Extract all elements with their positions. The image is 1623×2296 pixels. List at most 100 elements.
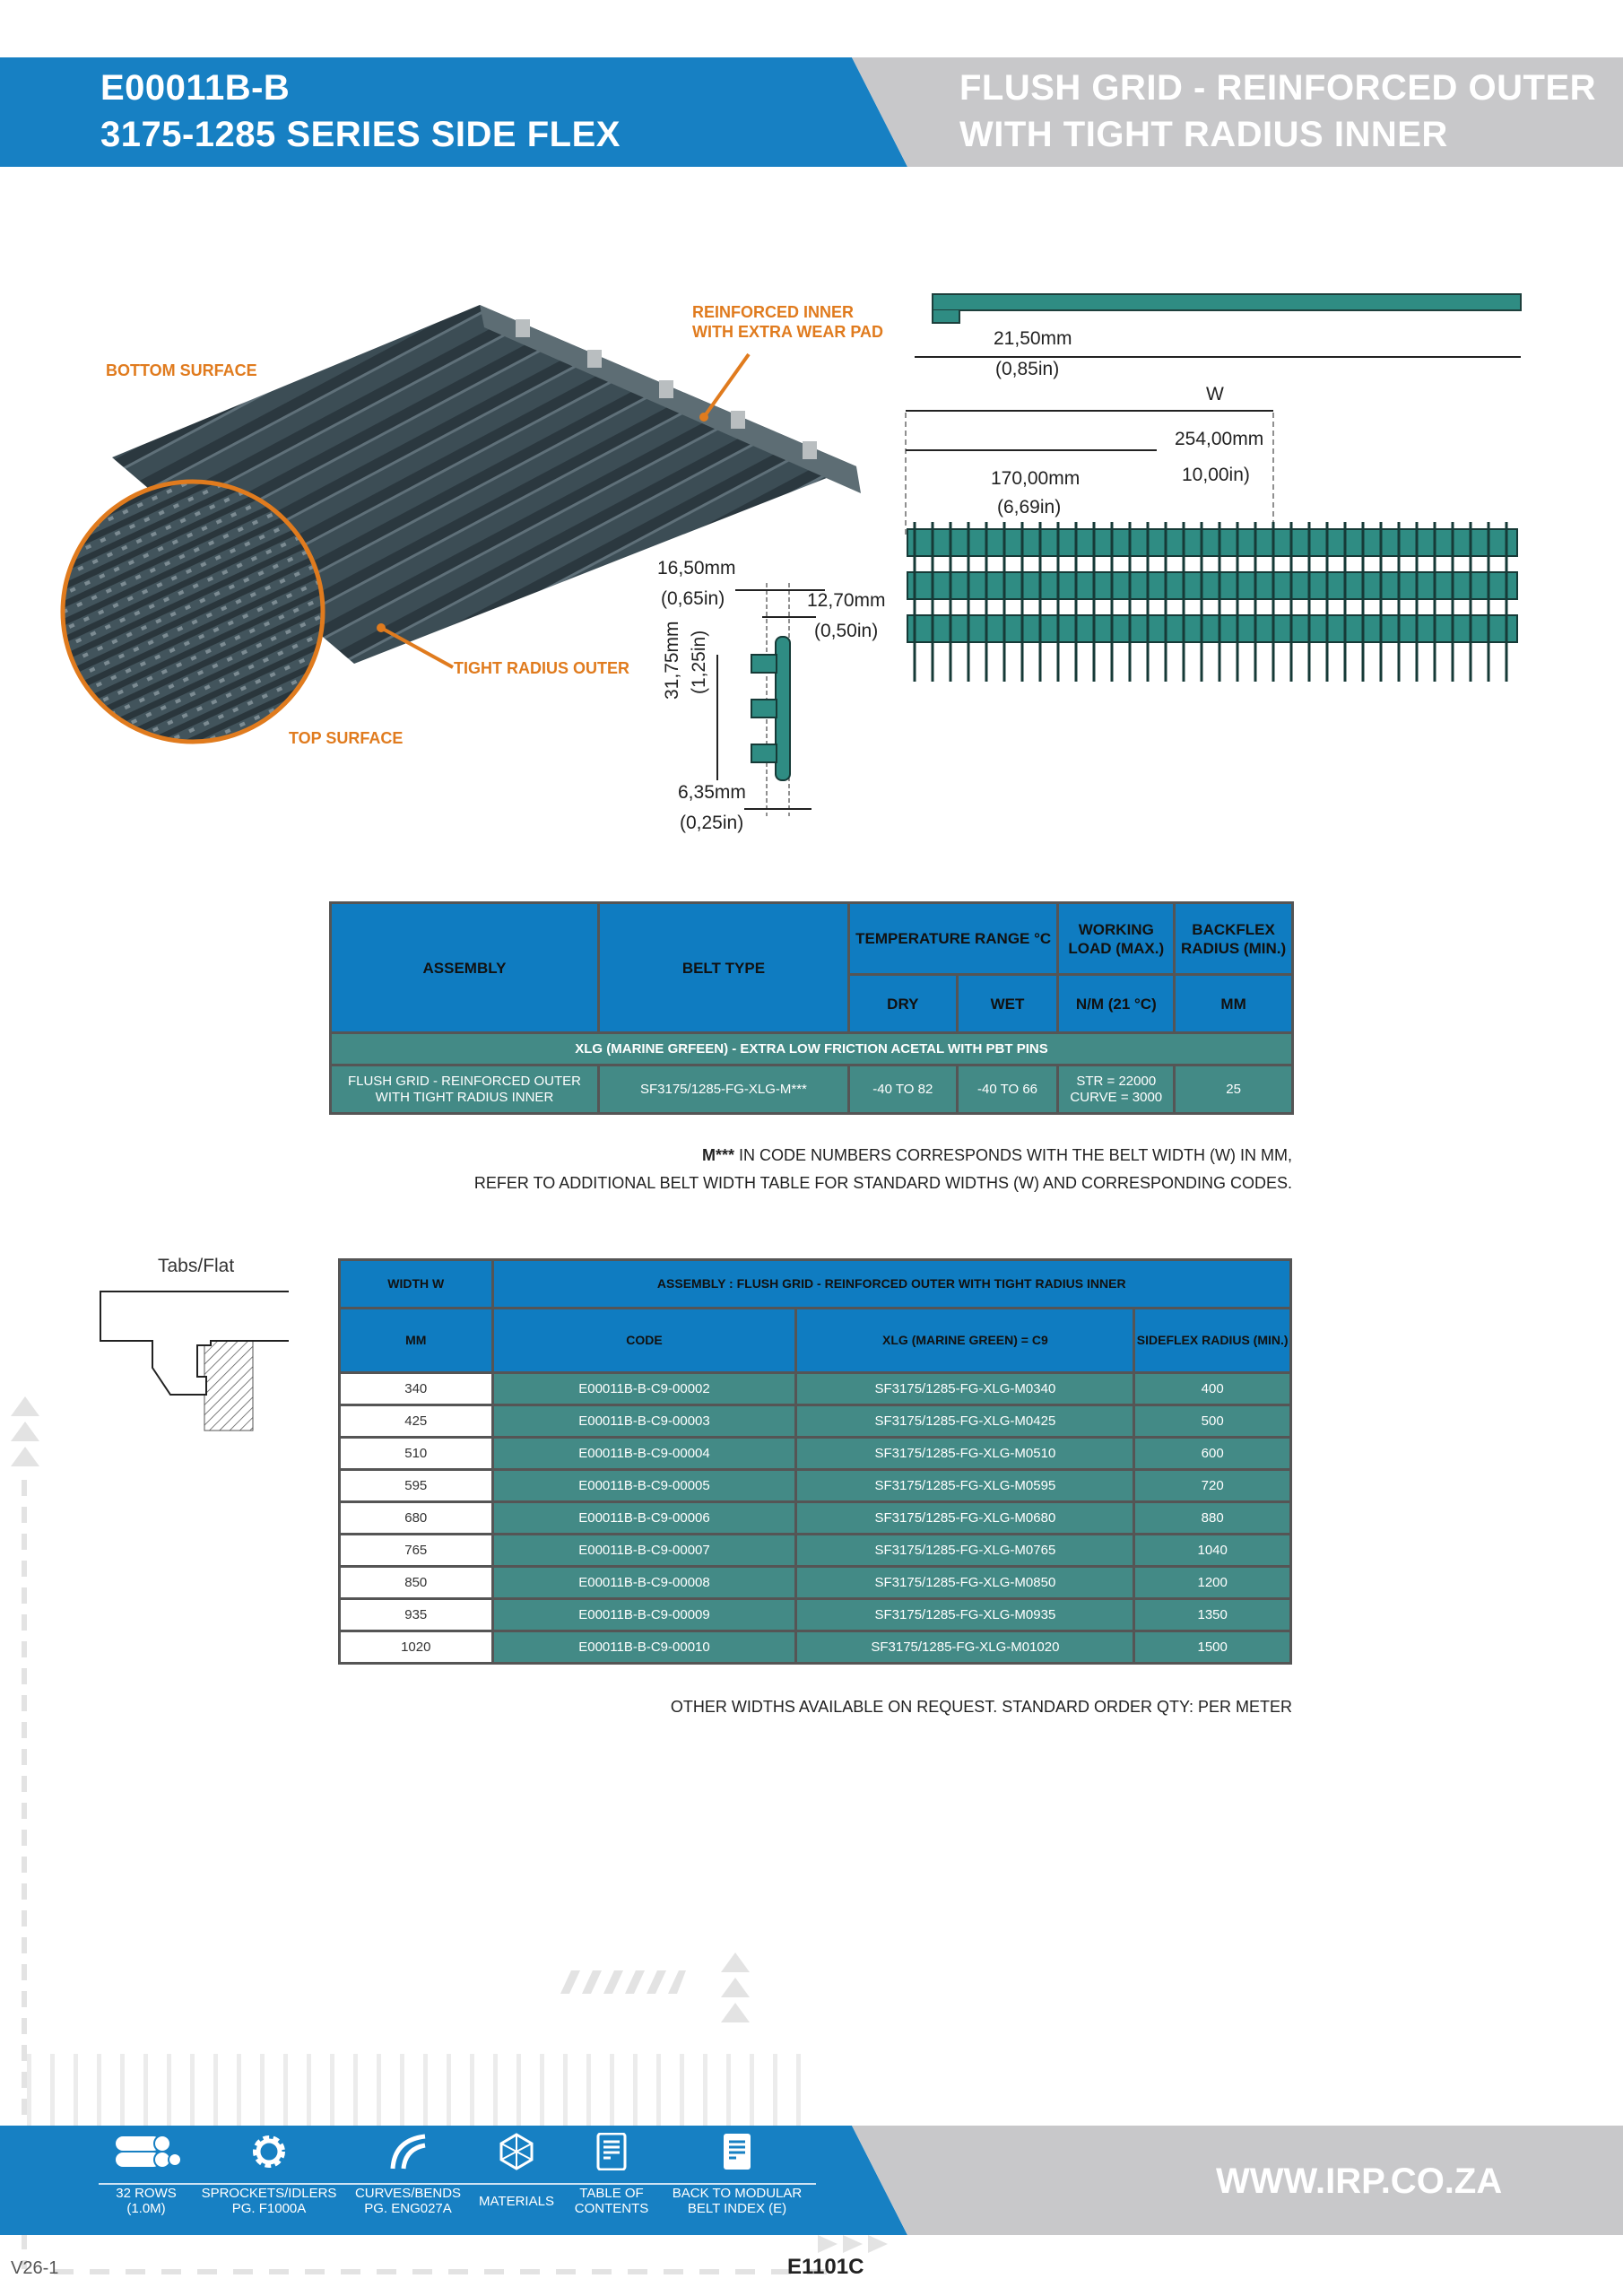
tabs-flat-label: Tabs/Flat	[158, 1256, 235, 1276]
label-tight-radius-outer: TIGHT RADIUS OUTER	[454, 659, 629, 677]
cell-sideflex: 500	[1133, 1404, 1292, 1439]
cell-sideflex: 1500	[1133, 1630, 1292, 1665]
nav-label-line2: (1.0M)	[126, 2201, 166, 2216]
cell-sideflex: 720	[1133, 1468, 1292, 1503]
cell-belt-code: SF3175/1285-FG-XLG-M0765	[794, 1533, 1136, 1568]
cell-width: 425	[338, 1404, 494, 1439]
tabs-flat-diagram	[100, 1291, 289, 1431]
cell-code: E00011B-B-C9-00009	[490, 1597, 798, 1632]
website-link[interactable]: WWW.IRP.CO.ZA	[1216, 2161, 1503, 2201]
nav-32-rows[interactable]: 32 ROWS(1.0M)	[79, 2133, 213, 2219]
page-title-line1: FLUSH GRID - REINFORCED OUTER	[959, 68, 1597, 108]
cell-belt-code: SF3175/1285-FG-XLG-M0425	[794, 1404, 1136, 1439]
nav-label-line2: PG. F1000A	[231, 2201, 307, 2216]
cell-backflex: 25	[1173, 1064, 1294, 1115]
nav-label: SPROCKETS/IDLERS	[201, 2186, 337, 2201]
note-line1: M*** IN CODE NUMBERS CORRESPONDS WITH TH…	[702, 1146, 1292, 1165]
col-backflex-unit: MM	[1173, 973, 1294, 1034]
nav-label: TABLE OF	[579, 2186, 644, 2201]
cell-sideflex: 1350	[1133, 1597, 1292, 1632]
dim-12-70-in: (0,50in)	[814, 621, 879, 641]
cell-width: 340	[338, 1371, 494, 1406]
cell-width: 1020	[338, 1630, 494, 1665]
index-icon	[724, 2134, 751, 2170]
header-title-band	[852, 57, 1623, 167]
label-reinforced-inner: REINFORCED INNER	[692, 303, 855, 321]
decorative-arrows-icon	[11, 1396, 39, 1466]
label-reinforced-inner-2: WITH EXTRA WEAR PAD	[692, 323, 883, 341]
gear-icon	[253, 2135, 285, 2168]
nav-label: MATERIALS	[479, 2193, 554, 2209]
dim-width-w: W	[1206, 384, 1224, 404]
spec-table: ASSEMBLY BELT TYPE TEMPERATURE RANGE °C …	[329, 901, 1294, 1115]
decorative-stripes	[560, 1970, 686, 1994]
label-bottom-surface: BOTTOM SURFACE	[106, 361, 257, 379]
cell-belt-code: SF3175/1285-FG-XLG-M0595	[794, 1468, 1136, 1503]
col-code: CODE	[490, 1307, 798, 1374]
nav-label-line2: PG. ENG027A	[364, 2201, 452, 2216]
document-icon	[596, 2133, 627, 2170]
dim-31-75-mm: 31,75mm	[662, 621, 682, 700]
nav-label: CURVES/BENDS	[354, 2186, 462, 2201]
cell-code: E00011B-B-C9-00010	[490, 1630, 798, 1665]
belt-illustration	[60, 305, 861, 744]
note-text: IN CODE NUMBERS CORRESPONDS WITH THE BEL…	[733, 1146, 1292, 1164]
cell-belt-type: SF3175/1285-FG-XLG-M***	[596, 1064, 850, 1115]
nav-label-line2: BELT INDEX (E)	[687, 2201, 787, 2216]
decorative-dashed-line	[54, 2269, 843, 2274]
series-name: 3175-1285 SERIES SIDE FLEX	[100, 115, 621, 154]
cell-belt-code: SF3175/1285-FG-XLG-M0850	[794, 1565, 1136, 1600]
table-row: FLUSH GRID - REINFORCED OUTER WITH TIGHT…	[329, 1064, 1294, 1115]
col-working-load: WORKING LOAD (MAX.)	[1056, 901, 1176, 976]
cell-code: E00011B-B-C9-00007	[490, 1533, 798, 1568]
cell-wet: -40 TO 66	[955, 1064, 1060, 1115]
cell-assembly: FLUSH GRID - REINFORCED OUTER WITH TIGHT…	[329, 1064, 600, 1115]
decorative-bars	[27, 2054, 816, 2126]
nav-label: BACK TO MODULAR	[672, 2186, 803, 2201]
cell-width: 510	[338, 1436, 494, 1471]
dim-170-in: (6,69in)	[997, 497, 1062, 517]
dim-pitch-height-mm: 21,50mm	[994, 328, 1072, 349]
cell-sideflex: 600	[1133, 1436, 1292, 1471]
belt-dimension-drawing	[905, 293, 1522, 682]
cell-belt-code: SF3175/1285-FG-XLG-M0340	[794, 1371, 1136, 1406]
cell-belt-code: SF3175/1285-FG-XLG-M0680	[794, 1500, 1136, 1535]
label-top-surface: TOP SURFACE	[289, 729, 404, 747]
other-widths-note: OTHER WIDTHS AVAILABLE ON REQUEST. STAND…	[670, 1698, 1292, 1716]
material-band: XLG (MARINE GRFEEN) - EXTRA LOW FRICTION…	[329, 1031, 1294, 1066]
dim-254-in: 10,00in)	[1182, 465, 1250, 485]
dim-16-50-mm: 16,50mm	[657, 558, 736, 578]
cell-belt-code: SF3175/1285-FG-XLG-M0935	[794, 1597, 1136, 1632]
dim-170-mm: 170,00mm	[991, 468, 1081, 489]
col-belt-type: BELT TYPE	[596, 901, 850, 1034]
dim-254-mm: 254,00mm	[1175, 429, 1264, 449]
decorative-arrows-icon	[818, 2235, 888, 2253]
col-xlg: XLG (MARINE GREEN) = C9	[794, 1307, 1136, 1374]
nav-materials[interactable]: MATERIALS	[449, 2133, 584, 2219]
cell-width: 680	[338, 1500, 494, 1535]
dim-6-35-mm: 6,35mm	[678, 782, 746, 803]
cell-code: E00011B-B-C9-00005	[490, 1468, 798, 1503]
cell-code: E00011B-B-C9-00006	[490, 1500, 798, 1535]
cell-code: E00011B-B-C9-00002	[490, 1371, 798, 1406]
col-width-w: WIDTH W	[338, 1258, 494, 1309]
col-mm: MM	[338, 1307, 494, 1374]
cell-code: E00011B-B-C9-00008	[490, 1565, 798, 1600]
col-assembly: ASSEMBLY	[329, 901, 600, 1034]
width-table: WIDTH W ASSEMBLY : FLUSH GRID - REINFORC…	[338, 1258, 1293, 1665]
col-sideflex: SIDEFLEX RADIUS (MIN.)	[1133, 1307, 1292, 1374]
rolls-icon	[116, 2135, 180, 2169]
footer-website-band	[852, 2126, 1623, 2235]
dim-6-35-in: (0,25in)	[680, 813, 744, 833]
col-dry: DRY	[846, 973, 959, 1034]
cell-belt-code: SF3175/1285-FG-XLG-M0510	[794, 1436, 1136, 1471]
